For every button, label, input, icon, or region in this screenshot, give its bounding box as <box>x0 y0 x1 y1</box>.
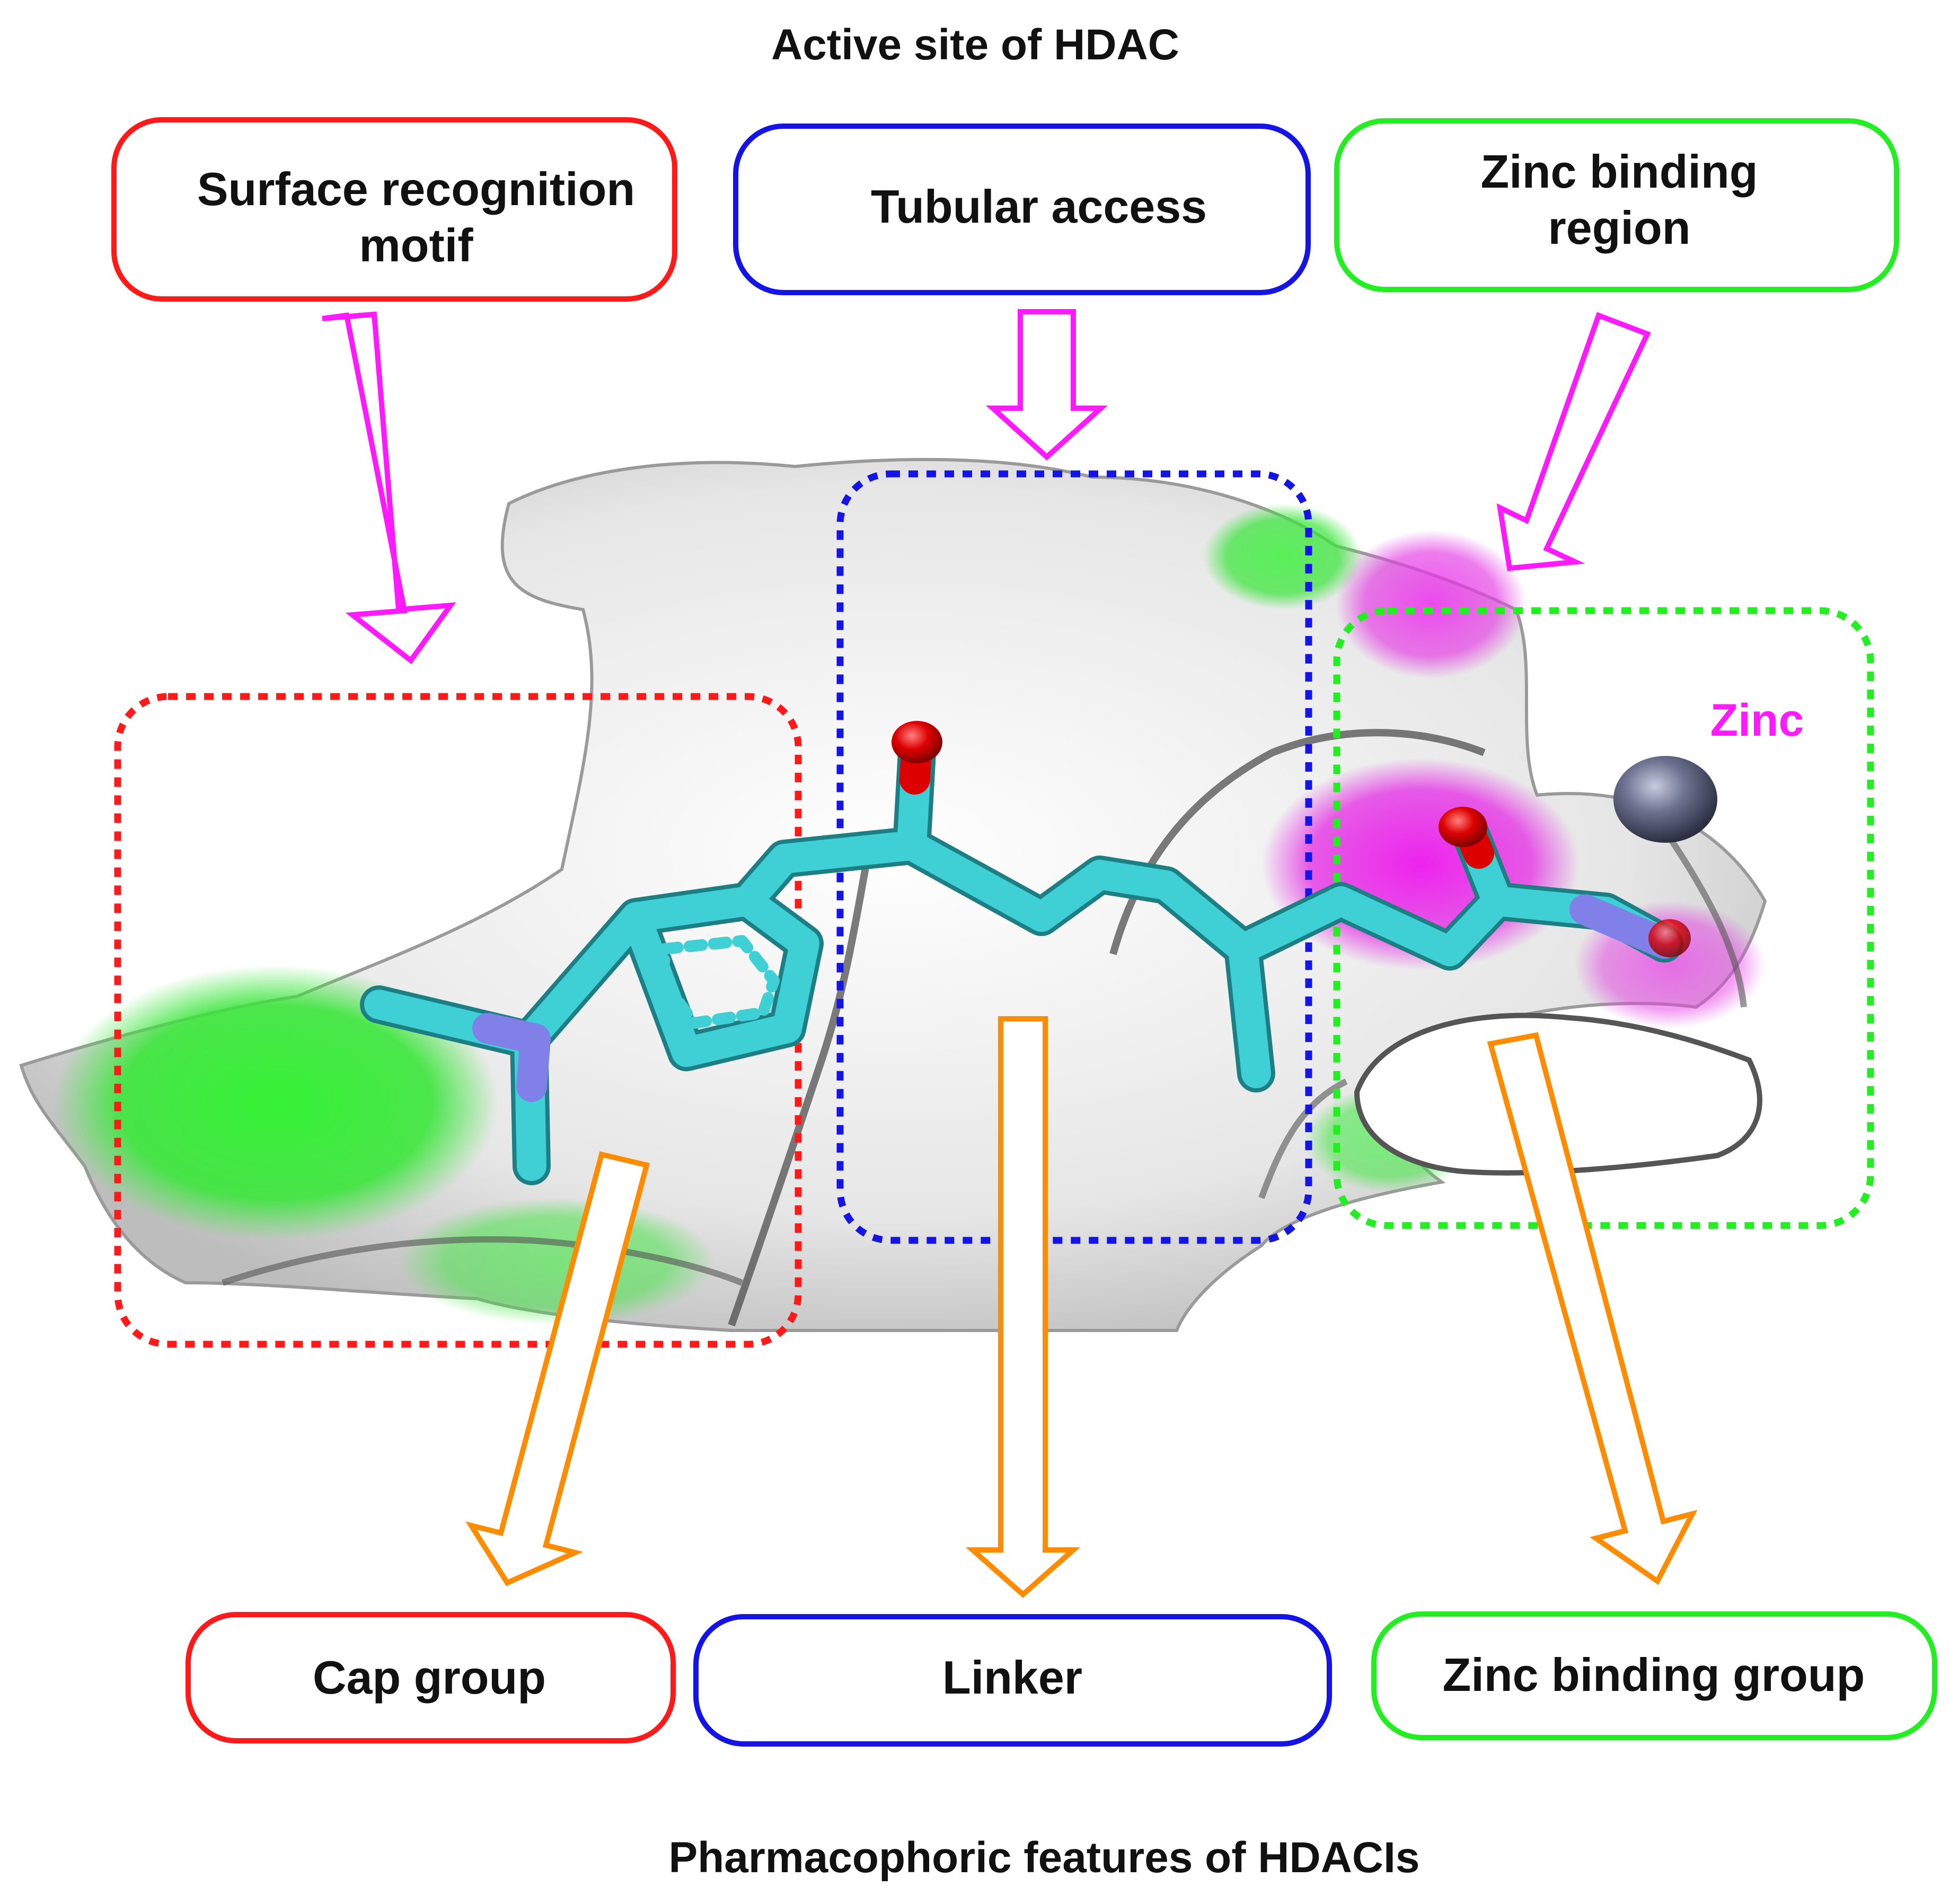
zinc-binding-group-box-border <box>1371 1611 1937 1740</box>
linker-box-border <box>693 1614 1332 1747</box>
surface-green-patch-top <box>1203 504 1362 610</box>
ligand-oxygen-carbonyl <box>1439 807 1487 847</box>
zinc-ion-sphere <box>1613 756 1717 843</box>
hollow-down-arrow-orange <box>965 1016 1081 1598</box>
ligand-oxygen-hydroxyl <box>1648 919 1691 957</box>
cap-group-box-border <box>186 1612 676 1743</box>
tubular-access-box-border <box>733 124 1311 295</box>
top-arrows <box>322 309 1651 665</box>
zinc-binding-region-label: Zinc binding region <box>1480 145 1758 254</box>
diagram-title-bottom: Pharmacophoric features of HDACIs <box>668 1833 1420 1882</box>
surface-pocket-cavity <box>1354 1012 1762 1176</box>
linker-label: Linker <box>942 1651 1083 1704</box>
cap-group-label: Cap group <box>313 1651 546 1704</box>
zinc-binding-group-label: Zinc binding group <box>1442 1649 1865 1702</box>
surface-ridge-5 <box>1667 835 1747 1008</box>
cap-region-dashed-box <box>114 693 802 1348</box>
zinc-region-dashed-box <box>1333 607 1874 1229</box>
hollow-down-arrow-magenta <box>322 311 456 665</box>
ligand-stick-model <box>360 721 1691 1185</box>
zinc-binding-region-box-border <box>1334 118 1899 292</box>
ligand-aromatic-dashes <box>657 935 780 1029</box>
hollow-down-arrow-orange <box>465 1151 650 1586</box>
zinc-label: Zinc <box>1710 695 1804 746</box>
ligand-oxygen-ketone <box>892 721 942 763</box>
surface-recognition-label: Surface recognition motif <box>197 163 636 271</box>
surface-recognition-box-border <box>111 117 677 302</box>
tubular-access-label: Tubular access <box>870 180 1207 233</box>
surface-ridge-4 <box>1258 1078 1348 1200</box>
surface-ridge-3 <box>222 1236 744 1286</box>
bottom-arrows <box>465 1016 1698 1598</box>
diagram-title-top: Active site of HDAC <box>771 20 1180 69</box>
hollow-down-arrow-magenta <box>1496 312 1651 571</box>
surface-ridge-2 <box>728 847 873 1327</box>
surface-green-patch-lower <box>398 1198 716 1325</box>
hollow-down-arrow-magenta <box>985 309 1108 461</box>
surface-magenta-patch-top <box>1336 530 1527 678</box>
hollow-down-arrow-orange <box>1487 1032 1698 1585</box>
surface-green-patch-left <box>53 965 498 1240</box>
